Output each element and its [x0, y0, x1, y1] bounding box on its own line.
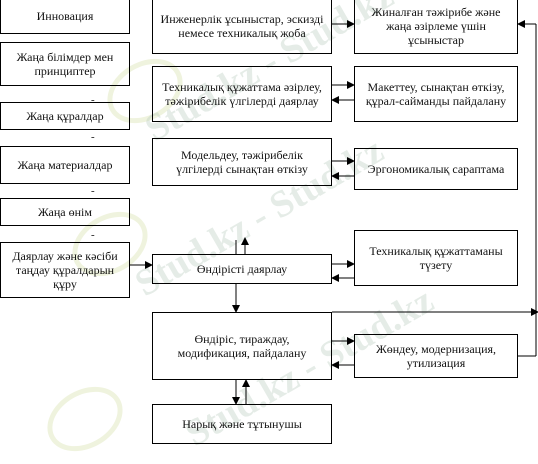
- left-box-new-knowledge: Жаңа білімдер мен принциптер: [0, 42, 130, 86]
- left-box-new-tools: Жаңа құралдар: [0, 102, 130, 130]
- separator-mark: -: [91, 131, 95, 143]
- right-box-mockup-testing: Макеттеу, сынақтан өткізу, құрал-сайманд…: [354, 66, 518, 122]
- separator-mark: -: [91, 185, 95, 197]
- center-box-engineering-proposals: Инженерлік ұсыныстар, эскизді немесе тех…: [152, 0, 332, 54]
- center-box-technical-documentation: Техникалық құжаттама әзірлеу, тәжірибелі…: [152, 66, 332, 122]
- center-box-production-preparation: Өндірісті даярлау: [152, 254, 332, 284]
- left-box-new-product: Жаңа өнім: [0, 198, 130, 226]
- center-box-production-replication: Өндіріс, тираждау, модификация, пайдалан…: [152, 312, 332, 380]
- separator-mark: -: [91, 229, 95, 241]
- separator-mark: -: [91, 94, 95, 106]
- right-box-ergonomic-review: Эргономикалық сараптама: [354, 148, 518, 190]
- left-box-innovation: Инновация: [0, 0, 130, 34]
- right-box-documentation-correction: Техникалық құжаттаманы түзету: [354, 230, 518, 286]
- right-box-accumulated-experience: Жиналған тәжірибе және жаңа әзірлеме үші…: [354, 0, 518, 54]
- right-box-repair-modernization: Жөндеу, модернизация, утилизация: [354, 334, 518, 378]
- center-box-modeling-testing: Модельдеу, тәжірибелік үлгілерді сынақта…: [152, 138, 332, 186]
- left-box-training-tools: Даярлау және кәсіби таңдау құралдарын құ…: [0, 242, 130, 298]
- connector-lines: [130, 20, 538, 405]
- left-box-new-materials: Жаңа материалдар: [0, 146, 130, 184]
